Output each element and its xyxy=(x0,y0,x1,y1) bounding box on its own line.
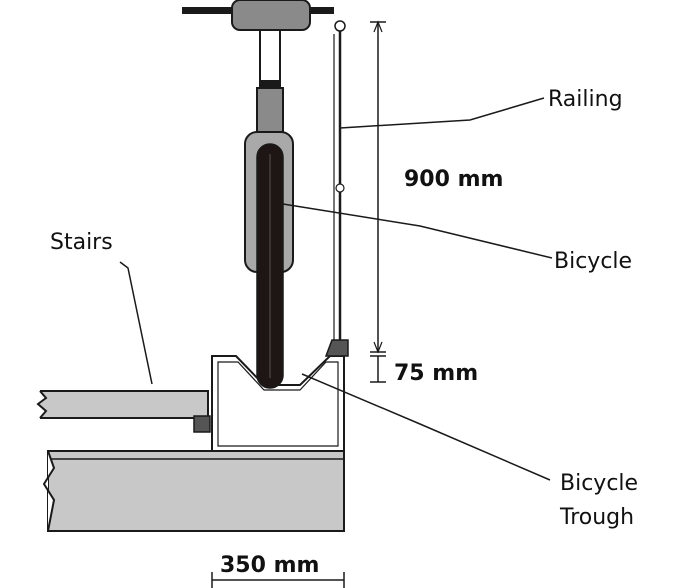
dimension-75 xyxy=(370,355,386,383)
stair-step xyxy=(36,390,211,433)
dim-label-350: 350 mm xyxy=(220,553,319,578)
floor-slab xyxy=(42,450,345,532)
label-stairs: Stairs xyxy=(50,230,113,255)
dim-label-75: 75 mm xyxy=(394,361,478,386)
leader-lines xyxy=(119,97,553,481)
dimension-900 xyxy=(370,20,386,354)
leader-railing xyxy=(339,97,545,129)
leader-trough xyxy=(301,373,551,481)
railing xyxy=(324,20,349,357)
dim-label-900: 900 mm xyxy=(404,167,503,192)
leader-stairs xyxy=(119,261,153,385)
label-trough-line1: Bicycle xyxy=(560,471,638,496)
label-bicycle: Bicycle xyxy=(554,249,632,274)
leader-bicycle xyxy=(282,203,553,259)
label-railing: Railing xyxy=(548,87,623,112)
bicycle xyxy=(182,0,334,389)
label-trough-line2: Trough xyxy=(559,505,634,530)
dimension-350 xyxy=(211,572,345,588)
